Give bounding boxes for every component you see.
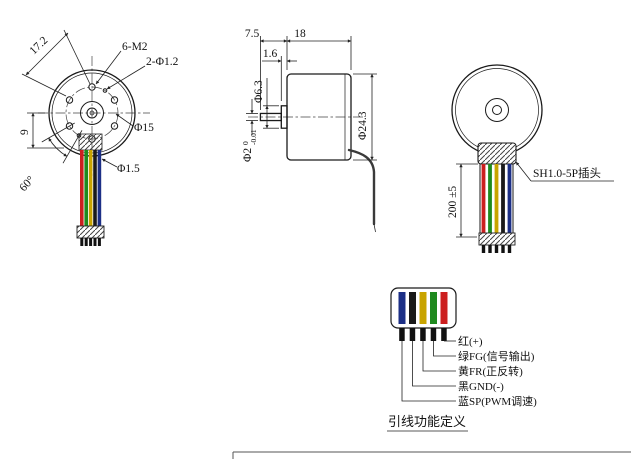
dim-phi24-3: Φ24.3 — [353, 73, 377, 161]
shaft — [259, 112, 282, 122]
connector-label-text: SH1.0-5P插头 — [533, 166, 601, 180]
wire-stripe — [501, 164, 505, 233]
rear-hub — [485, 98, 509, 122]
pinout-labels: 红(+) 绿FG(信号输出) 黄FR(正反转) 黑GND(-) 蓝SP(PWM调… — [458, 335, 537, 408]
plug-pin — [399, 328, 405, 341]
plug-pin — [84, 238, 88, 246]
shaft-circle — [86, 107, 98, 119]
wire-stripe — [481, 164, 486, 233]
rear-outline-inner — [455, 68, 539, 152]
connector-label: SH1.0-5P插头 — [515, 161, 614, 182]
label-phi15: Φ15 — [115, 113, 154, 134]
wire-stripe — [488, 164, 492, 233]
plug-pin — [80, 238, 84, 246]
pin-label-green: 绿FG(信号输出) — [458, 349, 535, 363]
pin-label-yellow: 黄FR(正反转) — [458, 364, 523, 378]
pin-label-red: 红(+) — [458, 335, 483, 348]
dim-17-2: 17.2 — [21, 29, 91, 97]
plug-contact — [440, 292, 448, 324]
plug-pin — [494, 245, 499, 253]
label-phi15-text: Φ15 — [134, 122, 154, 134]
dim-1-6: 1.6 — [262, 48, 297, 63]
dim-7-5-text: 7.5 — [245, 28, 260, 40]
plug-pin — [93, 238, 97, 246]
plug-contact — [409, 292, 416, 324]
pinout-leaders — [401, 340, 456, 402]
wire-plug — [478, 232, 516, 246]
drawing-frame — [232, 451, 631, 459]
plug-pins — [399, 328, 447, 341]
pin-label-black: 黑GND(-) — [458, 380, 504, 393]
dim-phi2-tol-lower: -0.01 — [249, 129, 258, 145]
label-phi1-5-text: Φ1.5 — [117, 163, 140, 175]
wire-stripe — [80, 150, 84, 226]
wire-grommet — [78, 133, 103, 151]
wire-stripe — [507, 164, 512, 233]
lead-wire-tip — [373, 223, 376, 233]
plug-contact — [430, 292, 437, 324]
plug-pin — [441, 328, 447, 341]
dim-200-text: 200 ±5 — [447, 186, 459, 218]
plug-contact — [419, 292, 427, 324]
rear-outline — [451, 64, 543, 156]
plug-pin — [501, 245, 505, 253]
wire-stripe — [84, 150, 88, 226]
connector-housing — [477, 142, 517, 165]
plug-pin — [488, 245, 492, 253]
hub-circle — [80, 101, 104, 125]
dim-7-5: 7.5 — [245, 28, 288, 43]
lead-wire — [347, 148, 376, 226]
dim-60deg-text: 60° — [17, 174, 37, 194]
dim-phi2-tol-upper: 0 — [241, 141, 250, 145]
wire-stripe — [494, 164, 499, 233]
dim-phi6-3-text: Φ6.3 — [253, 80, 265, 103]
pin-label-blue: 蓝SP(PWM调速) — [458, 395, 537, 408]
shaft-center — [89, 110, 95, 116]
dim-phi2-text: Φ2 — [242, 148, 254, 162]
dim-200: 200 ±5 — [447, 163, 478, 238]
plug-pin — [481, 245, 486, 253]
plug-pin — [420, 328, 426, 341]
plug-pin — [97, 238, 101, 246]
pinout-caption: 引线功能定义 — [388, 414, 466, 429]
dim-phi6-3: Φ6.3 — [253, 78, 279, 129]
label-6-m2-text: 6-M2 — [122, 41, 148, 53]
wire-stripe — [88, 150, 93, 226]
plug-contact — [398, 292, 406, 324]
rear-view: 200 ±5 SH1.0-5P插头 — [447, 64, 614, 253]
rear-wire-bundle — [478, 164, 516, 253]
side-view: 7.5 18 1.6 Φ6.3 Φ2 0 — [241, 28, 377, 233]
dim-9-text: 9 — [19, 129, 31, 135]
front-view: 17.2 6-M2 2-Φ1.2 Φ15 Φ1.5 9 — [17, 29, 179, 246]
label-phi1-5: Φ1.5 — [101, 158, 140, 175]
dim-phi2: Φ2 0 -0.01 — [241, 99, 258, 162]
plug-pin — [507, 245, 512, 253]
dim-phi24-3-text: Φ24.3 — [357, 111, 369, 140]
plug-pin — [430, 328, 437, 341]
front-wire-bundle — [76, 150, 105, 246]
wire-stripe — [97, 150, 102, 226]
dim-18-text: 18 — [294, 28, 306, 40]
dim-18: 18 — [286, 28, 352, 43]
plug-pin — [409, 328, 416, 341]
label-2-phi1-2-text: 2-Φ1.2 — [146, 56, 179, 68]
pinout-detail: 红(+) 绿FG(信号输出) 黄FR(正反转) 黑GND(-) 蓝SP(PWM调… — [387, 287, 537, 432]
wire-plug — [76, 225, 105, 239]
label-2-phi1-2: 2-Φ1.2 — [106, 56, 179, 90]
label-6-m2: 6-M2 — [95, 41, 148, 85]
rear-center-hole — [492, 105, 502, 115]
plug-contacts — [398, 292, 448, 324]
wire-stripe — [93, 150, 97, 226]
dim-1-6-text: 1.6 — [263, 48, 278, 60]
dim-9: 9 — [19, 112, 64, 149]
plug-pin — [89, 238, 93, 246]
